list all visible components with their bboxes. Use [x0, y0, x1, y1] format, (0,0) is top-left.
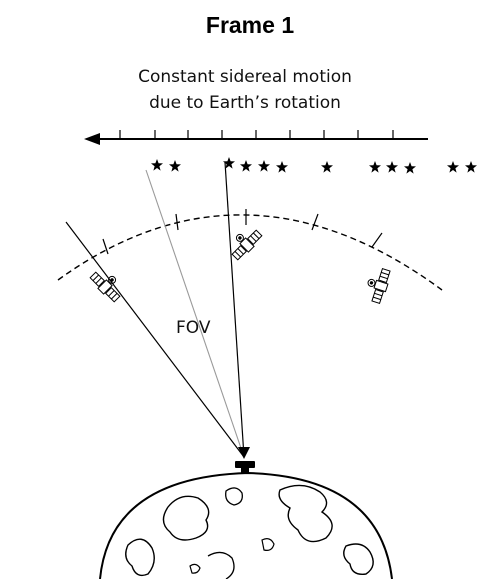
satellite-icon — [362, 265, 393, 305]
arrow-left-icon — [84, 133, 100, 145]
star-icon — [321, 161, 333, 173]
caption-line-1: Constant sidereal motion — [138, 67, 352, 87]
star-icon — [240, 160, 252, 172]
earth-icon — [99, 471, 393, 580]
star-icon — [404, 162, 416, 174]
caption-line-2: due to Earth’s rotation — [149, 93, 341, 113]
fov-label: FOV — [176, 318, 211, 338]
satellite-icon — [88, 264, 128, 304]
star-icon — [258, 160, 270, 172]
star-icon — [386, 161, 398, 173]
telescope-icon — [235, 461, 255, 476]
sidereal-motion-arrow — [84, 130, 428, 145]
star-icon — [369, 161, 381, 173]
star-icon — [447, 161, 459, 173]
star-icon — [465, 161, 477, 173]
star-icon — [169, 160, 181, 172]
star-field — [151, 157, 477, 174]
star-icon — [276, 161, 288, 173]
fov-rays — [65, 161, 250, 459]
star-icon — [151, 159, 163, 171]
frame-title: Frame 1 — [205, 12, 295, 38]
satellite-orbit — [57, 209, 443, 291]
